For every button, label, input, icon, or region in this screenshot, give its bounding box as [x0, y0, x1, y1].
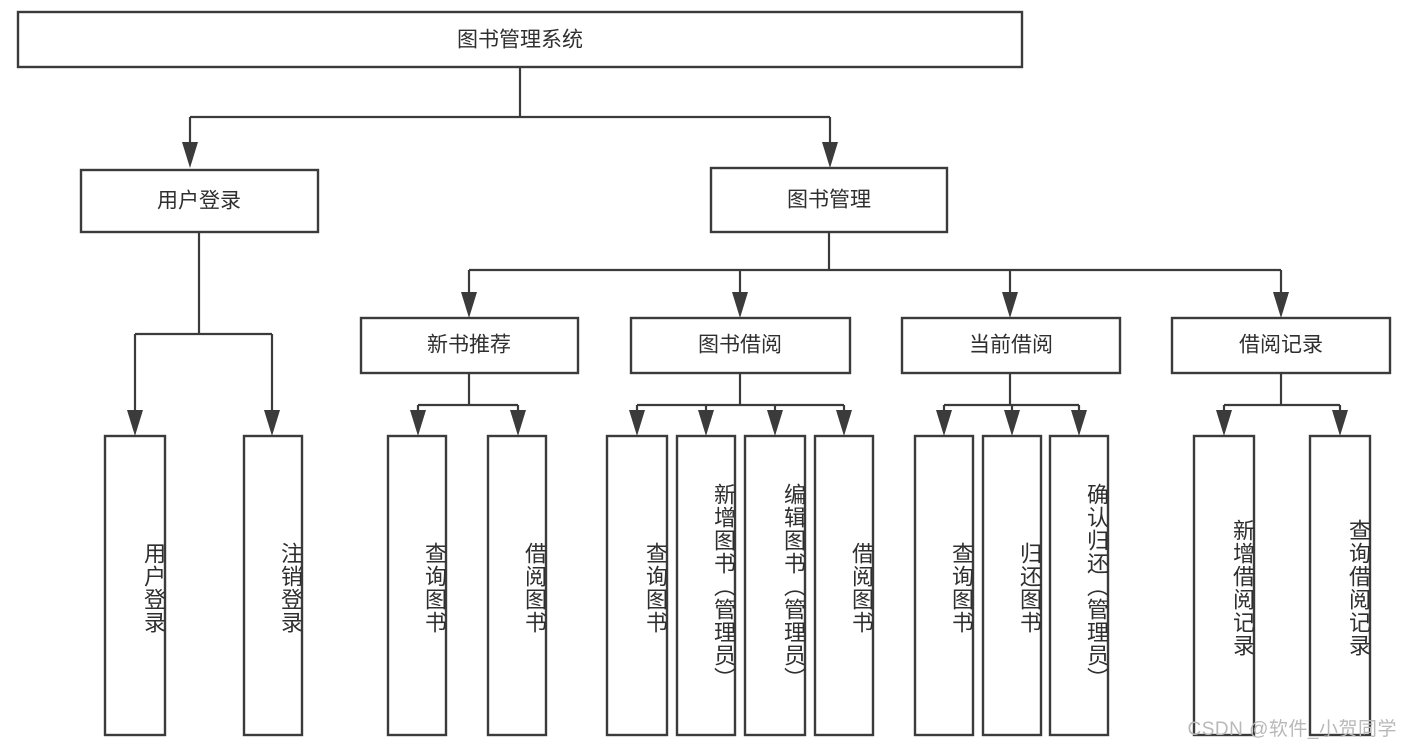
arrow-newbook-to-query: [410, 410, 426, 436]
connector-layer: [127, 67, 1348, 436]
node-book-borrow[interactable]: [629, 316, 852, 375]
node-new-book-recommend[interactable]: [359, 316, 580, 375]
node-borrow-record-label: 借阅记录: [1239, 334, 1323, 357]
leaf-edit-book-admin[interactable]: [743, 434, 807, 737]
arrow-newbook-to-borrow: [510, 410, 526, 436]
node-user-login[interactable]: [79, 168, 320, 234]
arrow-root-to-user-login: [182, 142, 198, 168]
leaf-return-book[interactable]: [981, 434, 1043, 737]
node-current-borrow[interactable]: [900, 316, 1122, 375]
node-user-login-label: 用户登录: [157, 190, 241, 213]
node-book-management-label: 图书管理: [787, 189, 871, 212]
arrow-root-to-book-mgmt: [822, 142, 838, 168]
arrow-current-to-query: [936, 410, 952, 436]
node-book-management[interactable]: [709, 166, 949, 234]
node-new-book-recommend-label: 新书推荐: [427, 334, 511, 357]
leaf-query-book-borrow[interactable]: [605, 434, 669, 737]
arrow-bookmgmt-to-newbook: [461, 292, 477, 318]
csdn-watermark: CSDN @软件_小贺同学: [1187, 719, 1397, 740]
node-book-borrow-label: 图书借阅: [698, 334, 782, 357]
arrow-current-to-return: [1004, 410, 1020, 436]
leaf-logout[interactable]: [242, 434, 304, 737]
arrow-userlogin-to-logout: [264, 410, 280, 436]
leaf-confirm-return-admin[interactable]: [1048, 434, 1110, 737]
node-current-borrow-label: 当前借阅: [969, 334, 1053, 357]
arrow-bookmgmt-to-current: [1002, 292, 1018, 318]
arrow-userlogin-to-login: [127, 410, 143, 436]
leaf-query-borrow-record[interactable]: [1308, 434, 1372, 737]
node-root-label: 图书管理系统: [457, 29, 583, 52]
leaf-query-book-current[interactable]: [913, 434, 975, 737]
arrow-bookborrow-to-edit: [767, 410, 783, 436]
arrow-bookmgmt-to-borrow: [732, 292, 748, 318]
leaf-user-login[interactable]: [103, 434, 167, 737]
leaf-add-borrow-record[interactable]: [1192, 434, 1256, 737]
node-root-book-management-system[interactable]: [16, 10, 1024, 69]
leaf-borrow-book-newbook[interactable]: [486, 434, 548, 737]
leaf-borrow-book[interactable]: [813, 434, 875, 737]
arrow-bookborrow-to-add: [698, 410, 714, 436]
leaf-query-book-newbook[interactable]: [386, 434, 448, 737]
node-layer: 图书管理系统 用户登录 图书管理 新书推荐 图书借阅 当前借阅 借阅记录: [16, 10, 1392, 737]
arrow-current-to-confirm: [1071, 410, 1087, 436]
arrow-bookborrow-to-query: [629, 410, 645, 436]
arrow-record-to-add: [1216, 410, 1232, 436]
arrow-bookborrow-to-borrow: [836, 410, 852, 436]
arrow-bookmgmt-to-record: [1273, 292, 1289, 318]
node-borrow-record[interactable]: [1170, 316, 1392, 375]
arrow-record-to-query: [1332, 410, 1348, 436]
leaf-add-book-admin[interactable]: [675, 434, 737, 737]
